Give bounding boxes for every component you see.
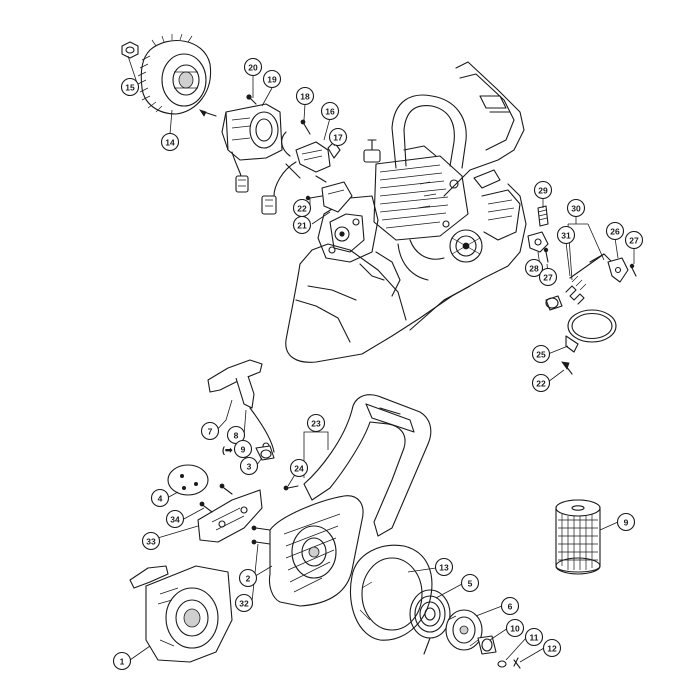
- leader-lines: [127, 55, 635, 663]
- rewind-spring-part-5: [409, 589, 451, 655]
- callout-23: 23: [306, 413, 326, 433]
- callout-33: 33: [141, 531, 161, 551]
- chain-brake-parts: [527, 205, 637, 375]
- svg-text:13: 13: [439, 563, 449, 573]
- reference-arrow-note: (➡: [222, 445, 233, 455]
- svg-text:9: 9: [624, 518, 629, 528]
- callout-16: 16: [320, 101, 340, 121]
- callout-17: 17: [328, 127, 348, 147]
- callout-9-ref: 9: [233, 439, 253, 459]
- rope-rotor-part-6: [445, 609, 483, 651]
- svg-text:27: 27: [543, 273, 553, 283]
- callout-13: 13: [434, 557, 454, 577]
- wiring-harness-part-16-17: [261, 119, 353, 215]
- screws-part-32: [251, 485, 299, 545]
- callout-2: 2: [238, 568, 258, 588]
- svg-text:11: 11: [530, 633, 539, 643]
- callout-26: 26: [605, 221, 625, 241]
- callout-4: 4: [150, 488, 170, 508]
- callout-32: 32: [234, 593, 254, 613]
- cover-plate-part-4: [167, 464, 209, 496]
- nut-part-15: [121, 41, 139, 59]
- svg-text:1: 1: [120, 657, 125, 667]
- grommet-part-3: [260, 449, 272, 459]
- svg-text:27: 27: [629, 236, 639, 246]
- svg-text:15: 15: [125, 83, 135, 93]
- svg-text:24: 24: [294, 464, 304, 474]
- svg-text:17: 17: [333, 133, 343, 143]
- callout-12: 12: [542, 638, 562, 658]
- svg-text:21: 21: [297, 221, 307, 231]
- svg-text:28: 28: [529, 264, 539, 274]
- bracket-part-33-34: [197, 483, 263, 543]
- flywheel-part-14: [137, 33, 212, 115]
- svg-text:8: 8: [234, 431, 239, 441]
- hand-guard-part-23: [303, 394, 432, 537]
- callout-19: 19: [262, 69, 282, 89]
- svg-text:25: 25: [536, 350, 546, 360]
- callout-30: 30: [566, 198, 586, 218]
- svg-text:30: 30: [571, 204, 581, 214]
- small-parts-10-11-12: [477, 635, 521, 669]
- starter-rope-spool-part-9: [555, 499, 601, 575]
- callout-6: 6: [500, 596, 520, 616]
- callout-22-lower: 22: [531, 373, 551, 393]
- callout-3: 3: [239, 456, 259, 476]
- callout-21: 21: [292, 215, 312, 235]
- callout-34: 34: [165, 509, 185, 529]
- svg-text:23: 23: [311, 419, 321, 429]
- callout-24: 24: [289, 458, 309, 478]
- callout-20: 20: [243, 57, 263, 77]
- svg-text:32: 32: [239, 599, 249, 609]
- svg-text:26: 26: [610, 227, 620, 237]
- callout-15: 15: [120, 77, 140, 97]
- svg-text:12: 12: [547, 644, 557, 654]
- callout-31: 31: [556, 225, 576, 245]
- svg-text:4: 4: [158, 494, 163, 504]
- svg-text:29: 29: [538, 186, 548, 196]
- svg-text:22: 22: [297, 204, 307, 214]
- callout-9-spool: 9: [616, 512, 636, 532]
- svg-text:20: 20: [248, 63, 258, 73]
- callout-28: 28: [524, 258, 544, 278]
- svg-text:10: 10: [510, 624, 520, 634]
- starter-cover-part-1: [129, 565, 233, 663]
- callout-29: 29: [533, 180, 553, 200]
- svg-text:31: 31: [561, 231, 571, 241]
- callout-5: 5: [460, 573, 480, 593]
- callout-27-left: 27: [538, 267, 558, 287]
- ignition-module-part-19: [199, 94, 283, 193]
- spring-housing-part-13: [349, 544, 433, 641]
- svg-text:34: 34: [170, 515, 180, 525]
- svg-text:14: 14: [165, 138, 175, 148]
- callout-27-right: 27: [624, 230, 644, 250]
- svg-text:6: 6: [508, 602, 513, 612]
- callout-11: 11: [524, 627, 544, 647]
- svg-text:16: 16: [325, 107, 335, 117]
- callout-22-upper: 22: [292, 198, 312, 218]
- svg-text:19: 19: [267, 75, 277, 85]
- svg-text:22: 22: [536, 379, 546, 389]
- callout-25: 25: [531, 344, 551, 364]
- chainsaw-housing-drawing: [285, 61, 527, 363]
- svg-text:5: 5: [468, 579, 473, 589]
- callout-14: 14: [160, 132, 180, 152]
- svg-text:3: 3: [247, 462, 252, 472]
- svg-text:9: 9: [241, 445, 246, 455]
- fan-housing-part-2: [268, 495, 364, 607]
- svg-text:2: 2: [246, 574, 251, 584]
- svg-text:18: 18: [300, 92, 310, 102]
- callout-7: 7: [200, 421, 220, 441]
- callout-18: 18: [295, 86, 315, 106]
- svg-text:33: 33: [146, 537, 156, 547]
- callout-10: 10: [505, 618, 525, 638]
- callout-1: 1: [112, 651, 132, 671]
- svg-text:7: 7: [208, 427, 213, 437]
